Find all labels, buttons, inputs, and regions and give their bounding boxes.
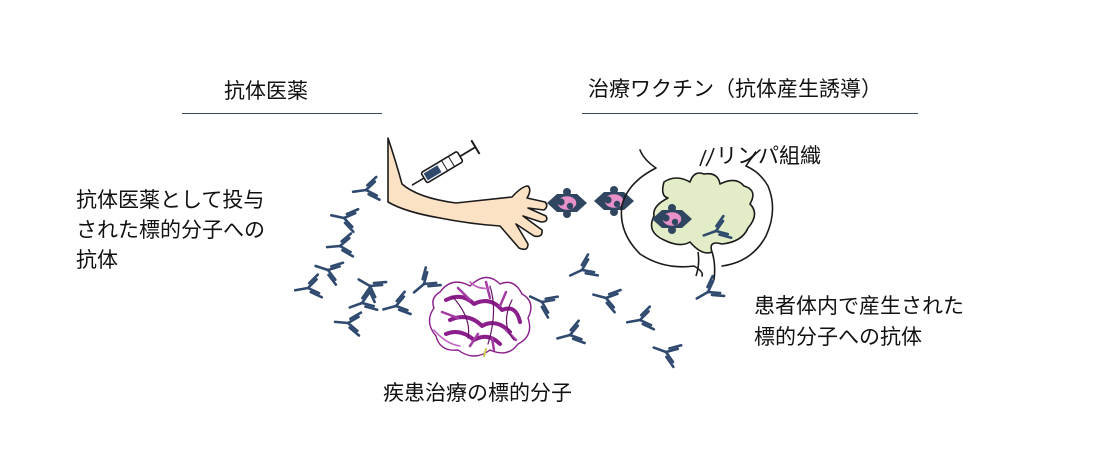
antibody (350, 175, 381, 205)
antibody (553, 319, 586, 351)
label-disease-target: 疾患治療の標的分子 (383, 381, 572, 405)
antibody (623, 305, 656, 335)
vaccine-underline (582, 113, 918, 114)
label-lymph-tissue: リンパ組織 (716, 144, 821, 168)
label-patient-antibody-line-2: 標的分子への抗体 (754, 325, 922, 349)
syringe-icon (411, 139, 481, 186)
lymph-node-illustration (620, 147, 774, 281)
antibody (589, 282, 622, 314)
arm-illustration (387, 137, 548, 251)
label-antibody-drug-line-1: 抗体医薬として投与 (76, 188, 265, 212)
antibody (324, 232, 355, 260)
antibody (379, 290, 412, 322)
antibody (291, 273, 324, 303)
antibody (327, 202, 360, 234)
target-protein-illustration (428, 276, 532, 357)
label-antibody-drug-line-3: 抗体 (76, 248, 118, 272)
antibody-drug-underline (182, 113, 382, 114)
heading-therapeutic-vaccine: 治療ワクチン（抗体産生誘導） (588, 77, 882, 101)
antibody (351, 268, 388, 304)
antigen-presenting-cell (546, 187, 588, 219)
label-antibody-drug-line-2: された標的分子への (76, 218, 265, 242)
heading-antibody-drug: 抗体医薬 (224, 79, 308, 103)
antibody (648, 335, 683, 369)
antibody (564, 253, 600, 288)
label-patient-antibody-line-1: 患者体内で産生された (754, 294, 964, 318)
antibody (689, 274, 726, 310)
antibody (332, 309, 363, 337)
